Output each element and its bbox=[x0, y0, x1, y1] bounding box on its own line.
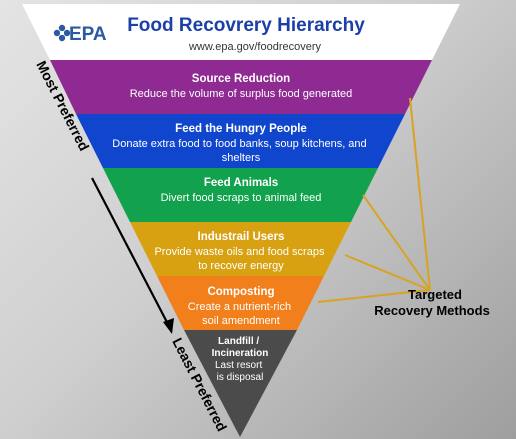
epa-flower-icon bbox=[53, 24, 71, 42]
tier-landfill-title: Landfill / Incineration bbox=[212, 336, 269, 359]
diagram-title: Food Recovrery Hierarchy bbox=[127, 15, 365, 36]
tier-source-reduction-title: Source Reduction bbox=[192, 73, 290, 85]
tier-composting bbox=[157, 276, 324, 330]
targeted-label-line1: Targeted bbox=[408, 287, 462, 302]
targeted-bracket bbox=[317, 97, 431, 303]
tier-industrial bbox=[130, 222, 351, 276]
tier-landfill bbox=[184, 330, 297, 437]
tier-source-reduction bbox=[50, 60, 432, 114]
tier-feed-hungry bbox=[76, 114, 405, 168]
tier-feed-hungry-title: Feed the Hungry People bbox=[175, 123, 307, 135]
tier-landfill-desc: Last resort is disposal bbox=[215, 360, 265, 383]
tier-feed-hungry-desc: Donate extra food to food banks, soup ki… bbox=[112, 138, 369, 164]
header-band bbox=[22, 4, 460, 60]
tier-composting-desc: Create a nutrient-rich soil amendment bbox=[188, 301, 294, 327]
tier-industrial-desc: Provide waste oils and food scraps to re… bbox=[154, 246, 327, 272]
preference-arrow-head bbox=[163, 318, 174, 334]
tier-feed-animals-desc: Divert food scraps to animal feed bbox=[161, 192, 322, 204]
targeted-label-line2: Recovery Methods bbox=[374, 303, 490, 318]
preference-arrow-line bbox=[91, 177, 171, 329]
tier-feed-animals bbox=[103, 168, 378, 222]
epa-logo-text: EPA bbox=[69, 24, 107, 45]
tier-source-reduction-desc: Reduce the volume of surplus food genera… bbox=[130, 88, 353, 100]
tier-feed-animals-title: Feed Animals bbox=[204, 177, 278, 189]
diagram-url: www.epa.gov/foodrecovery bbox=[188, 41, 322, 53]
tier-composting-title: Composting bbox=[207, 286, 274, 298]
tier-industrial-title: Industrail Users bbox=[198, 231, 285, 243]
epa-logo: EPA bbox=[53, 24, 107, 45]
